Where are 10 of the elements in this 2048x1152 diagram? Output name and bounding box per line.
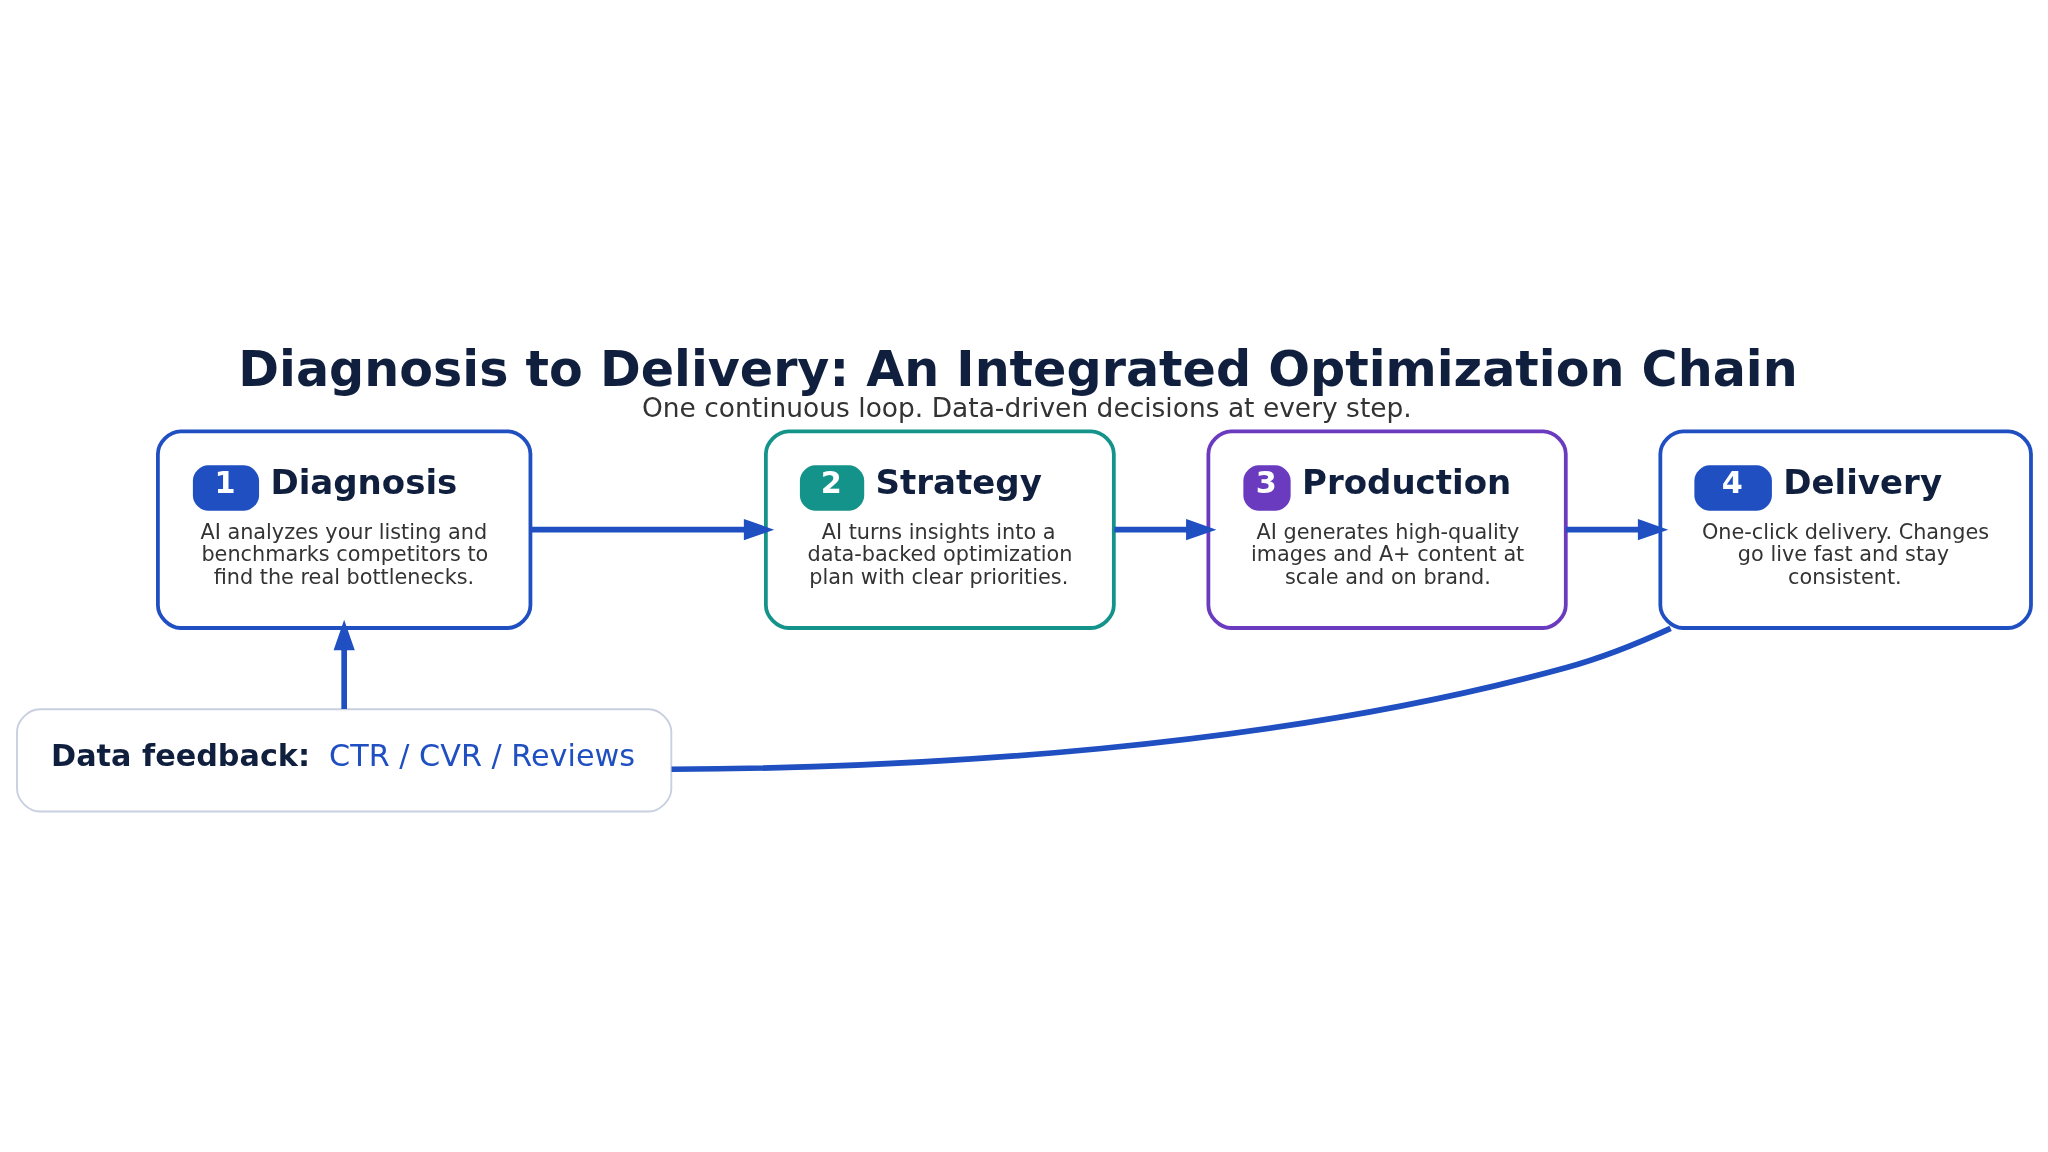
node-box: Data feedback: CTR / CVR / Reviews [16, 708, 673, 813]
node-box: 1 Diagnosis AI analyzes your listing and benchmarks competitors to find the real bottlenecks. [156, 429, 533, 630]
node-box: 3 Production AI generates high-quality images and A+ content at scale and on brand. [1206, 429, 1568, 630]
arrow [530, 519, 775, 541]
node-box: 4 Delivery One-click delivery. Changes go live fast and stay consistent. [1658, 429, 2033, 630]
arrow [333, 619, 355, 709]
arrow [1114, 519, 1217, 541]
arrow [1566, 519, 1669, 541]
node-box: 2 Strategy AI turns insights into a data-backed optimization plan with clear priorities. [764, 429, 1116, 630]
connector [671, 625, 1672, 773]
